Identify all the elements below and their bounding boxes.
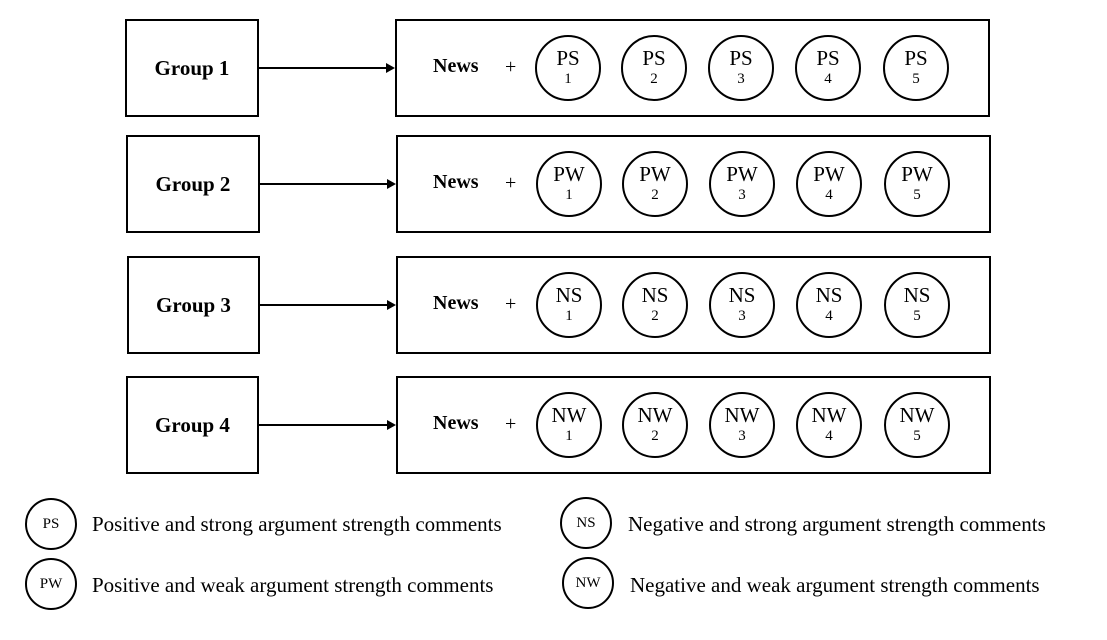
comment-abbr: PW xyxy=(813,162,845,186)
comment-number: 5 xyxy=(912,71,920,87)
comment-abbr: PW xyxy=(726,162,758,186)
news-label: News xyxy=(433,55,479,77)
comment-number: 3 xyxy=(738,308,746,324)
comment-abbr: NW xyxy=(637,403,673,427)
arrow-1 xyxy=(259,63,395,73)
group-box-4: Group 4 xyxy=(126,376,259,474)
comment-abbr: PS xyxy=(556,46,580,70)
news-label: News xyxy=(433,412,479,434)
comment-number: 2 xyxy=(651,308,659,324)
arrow-2 xyxy=(260,179,396,189)
comment-abbr: PS xyxy=(729,46,753,70)
comment-abbr: PW xyxy=(553,162,585,186)
comment-number: 1 xyxy=(565,187,573,203)
plus-sign: + xyxy=(505,413,517,435)
legend-text-nw: Negative and weak argument strength comm… xyxy=(630,573,1040,597)
comment-number: 4 xyxy=(825,428,833,444)
arrow-3 xyxy=(260,300,396,310)
comment-number: 5 xyxy=(913,428,921,444)
comment-number: 5 xyxy=(913,308,921,324)
content-box-3 xyxy=(396,256,991,354)
comment-number: 3 xyxy=(738,187,746,203)
group-box-1: Group 1 xyxy=(125,19,259,117)
comment-number: 1 xyxy=(565,428,573,444)
comment-number: 2 xyxy=(651,187,659,203)
legend-text-ps: Positive and strong argument strength co… xyxy=(92,512,502,536)
comment-abbr: NW xyxy=(724,403,760,427)
legend-text-pw: Positive and weak argument strength comm… xyxy=(92,573,494,597)
comment-abbr: PS xyxy=(816,46,840,70)
plus-sign: + xyxy=(505,172,517,194)
comment-number: 4 xyxy=(825,308,833,324)
content-box-4 xyxy=(396,376,991,474)
comment-abbr: PS xyxy=(642,46,666,70)
comment-number: 4 xyxy=(824,71,832,87)
comment-abbr: PW xyxy=(639,162,671,186)
group-box-3: Group 3 xyxy=(127,256,260,354)
content-box-2 xyxy=(396,135,991,233)
comment-abbr: NS xyxy=(641,283,669,307)
legend-circle-pw: PW xyxy=(25,558,77,610)
comment-abbr: NW xyxy=(811,403,847,427)
legend-circle-ns: NS xyxy=(560,497,612,549)
comment-abbr: PS xyxy=(904,46,928,70)
comment-abbr: NW xyxy=(551,403,587,427)
comment-number: 4 xyxy=(825,187,833,203)
comment-abbr: PW xyxy=(901,162,933,186)
plus-sign: + xyxy=(505,56,517,78)
news-label: News xyxy=(433,292,479,314)
comment-abbr: NS xyxy=(815,283,843,307)
comment-number: 1 xyxy=(565,308,573,324)
comment-number: 2 xyxy=(651,428,659,444)
comment-abbr: NW xyxy=(899,403,935,427)
legend-circle-ps: PS xyxy=(25,498,77,550)
comment-number: 2 xyxy=(650,71,658,87)
comment-abbr: NS xyxy=(903,283,931,307)
comment-abbr: NS xyxy=(555,283,583,307)
content-box-1 xyxy=(395,19,990,117)
news-label: News xyxy=(433,171,479,193)
comment-number: 5 xyxy=(913,187,921,203)
arrow-4 xyxy=(259,420,396,430)
comment-number: 3 xyxy=(737,71,745,87)
legend-circle-nw: NW xyxy=(562,557,614,609)
group-box-2: Group 2 xyxy=(126,135,260,233)
legend-text-ns: Negative and strong argument strength co… xyxy=(628,512,1046,536)
comment-number: 1 xyxy=(564,71,572,87)
comment-abbr: NS xyxy=(728,283,756,307)
plus-sign: + xyxy=(505,293,517,315)
comment-number: 3 xyxy=(738,428,746,444)
